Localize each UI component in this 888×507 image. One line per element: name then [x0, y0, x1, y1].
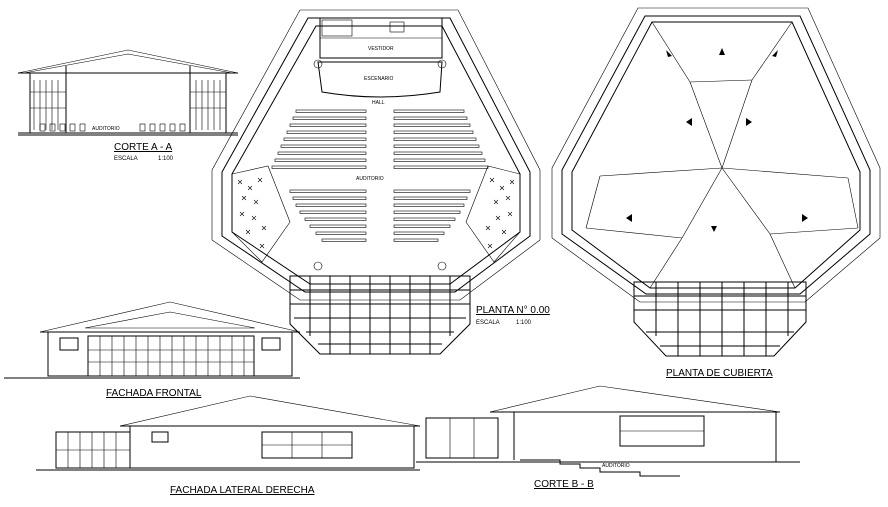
side-facade-drawing — [36, 395, 421, 471]
corte-a-scale-value: 1:100 — [158, 156, 174, 162]
front-facade-title: FACHADA FRONTAL — [106, 388, 202, 399]
front-facade-drawing — [4, 301, 301, 379]
corte-b-title: CORTE B - B — [534, 479, 594, 490]
plan-vestidor-label: VESTIDOR — [368, 46, 394, 52]
roof-plan-title: PLANTA DE CUBIERTA — [666, 368, 773, 379]
plan-hall-label: HALL — [372, 100, 385, 106]
plan-escenario-label: ESCENARIO — [364, 76, 394, 82]
side-facade-title: FACHADA LATERAL DERECHA — [170, 485, 315, 496]
plan-scale-label: ESCALA — [476, 320, 500, 326]
corte-a-title: CORTE A - A — [114, 142, 172, 153]
roof-plan-drawing — [551, 7, 881, 357]
plan-scale-value: 1:100 — [516, 320, 532, 326]
corte-b-drawing — [416, 385, 800, 477]
corte-b-room-label: AUDITORIO — [602, 463, 630, 469]
plan-auditorio-label: AUDITORIO — [356, 176, 384, 182]
corte-a-room-label-1: AUDITORIO — [92, 126, 120, 132]
corte-a-scale-label: ESCALA — [114, 156, 138, 162]
floor-plan-drawing: ESCENARIO VESTIDOR HALL AUDITORIO — [211, 9, 541, 355]
corte-a-drawing — [17, 49, 239, 136]
plan-title: PLANTA N° 0.00 — [476, 305, 550, 316]
